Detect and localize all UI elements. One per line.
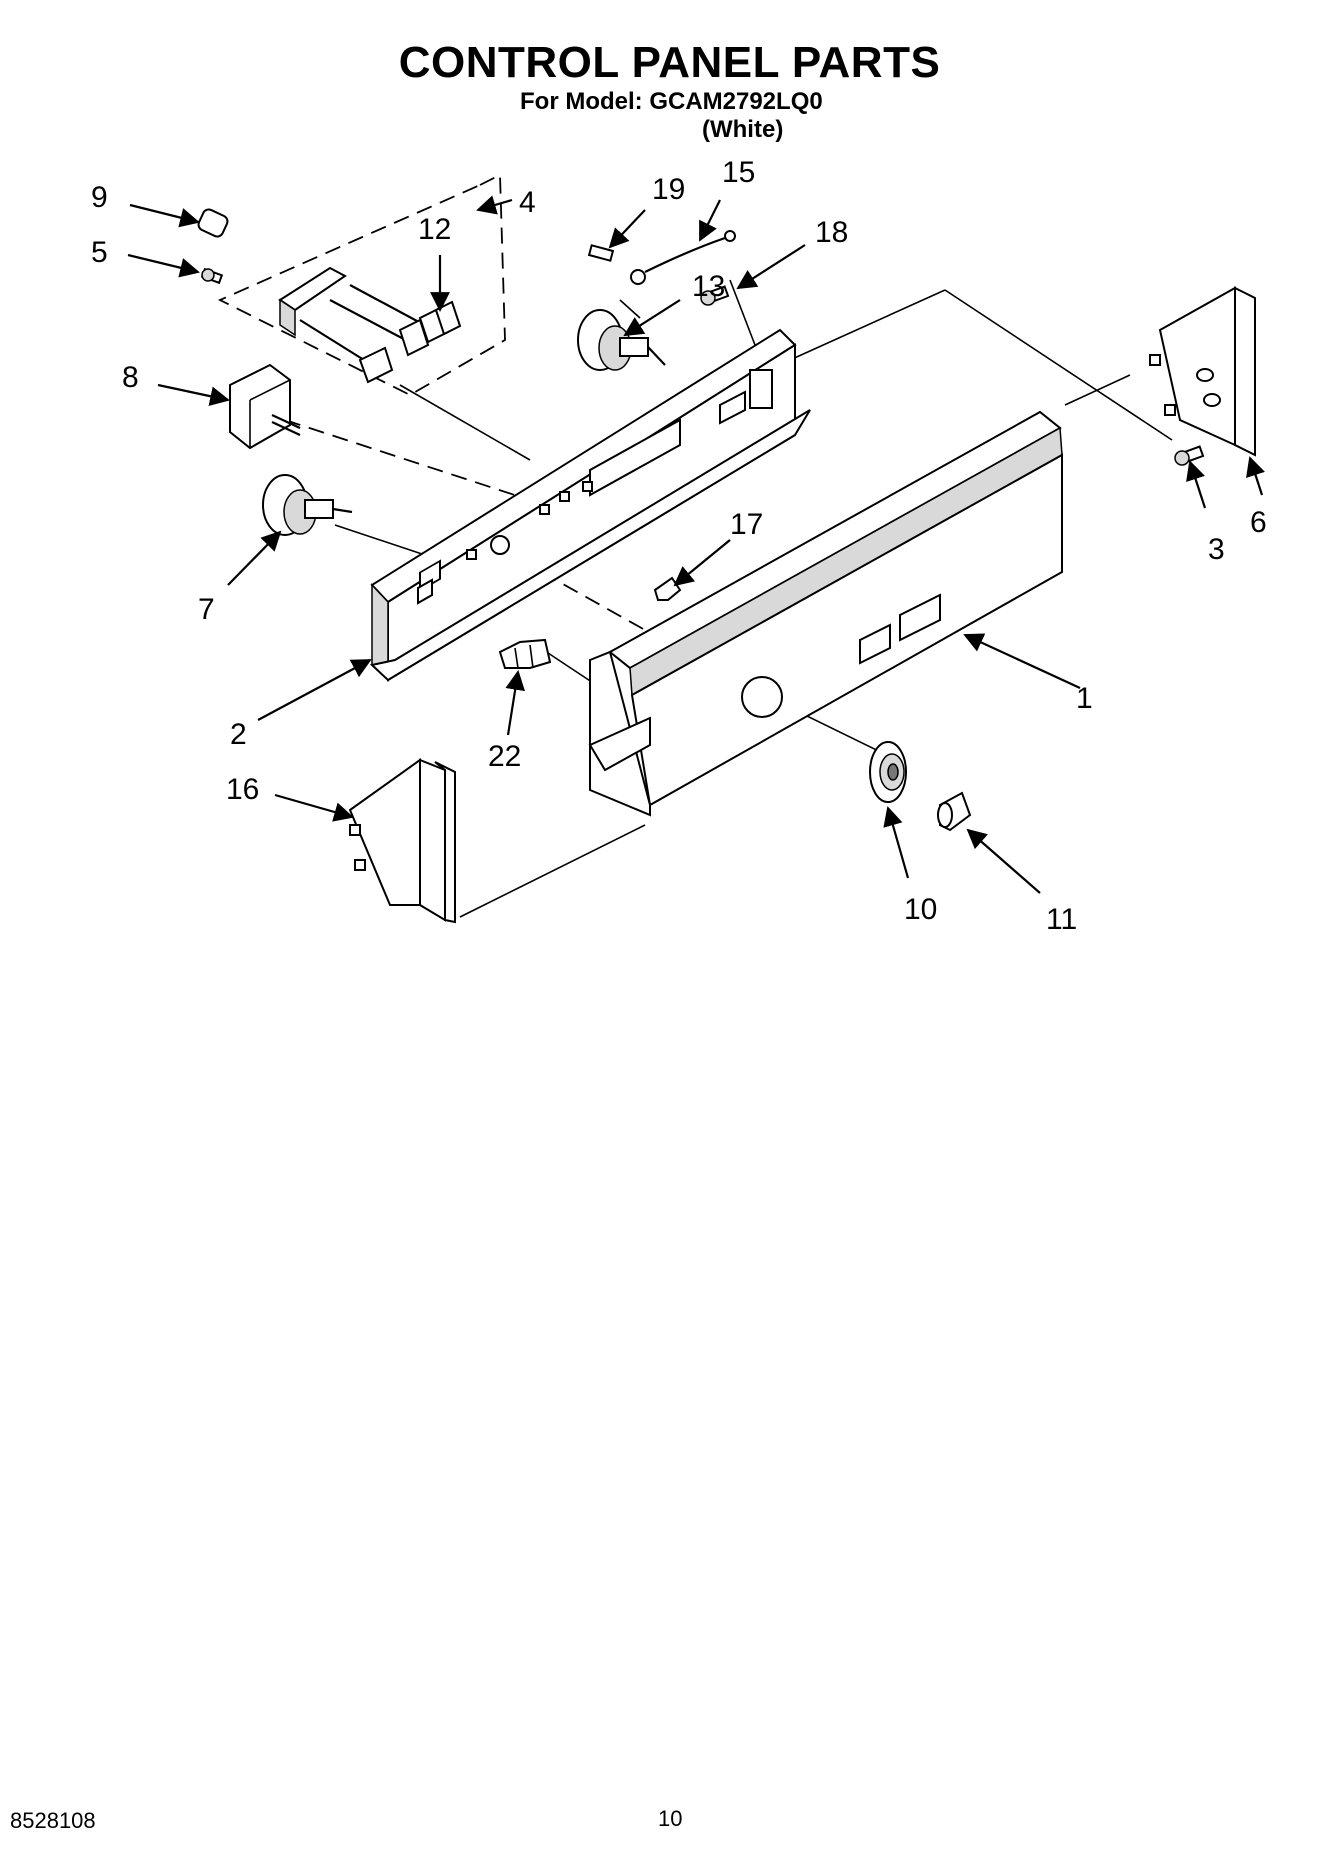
- callout-arrows: [127, 195, 1265, 894]
- control-panel: [588, 410, 1063, 817]
- page-title: CONTROL PANEL PARTS: [398, 38, 941, 87]
- knob-part-11: [937, 791, 972, 832]
- page-number: 10: [658, 1806, 683, 1831]
- screw-part-18: [700, 285, 730, 306]
- knob-bezel-part: [869, 741, 907, 803]
- callout-17: 17: [730, 508, 764, 541]
- callout-1: 1: [1076, 682, 1093, 715]
- callout-22: 22: [488, 740, 522, 773]
- infinite-switch-part-7: [262, 474, 353, 536]
- color-variant: (White): [702, 116, 784, 143]
- callout-18: 18: [815, 216, 849, 249]
- callout-3: 3: [1208, 533, 1225, 566]
- clip-part-22: [498, 638, 552, 669]
- model-line: For Model: GCAM2792LQ0: [520, 88, 823, 115]
- callout-15: 15: [722, 156, 756, 189]
- clip-part-17: [653, 576, 682, 601]
- infinite-switch-part-13: [577, 309, 666, 371]
- callout-6: 6: [1250, 506, 1267, 539]
- callout-12: 12: [418, 213, 452, 246]
- screw-part-5: [200, 267, 224, 285]
- callout-19: 19: [652, 173, 686, 206]
- callout-8: 8: [122, 361, 139, 394]
- knob-cap-part: [197, 208, 229, 238]
- control-panel-bracket: [369, 328, 811, 682]
- alignment-lines: [334, 279, 1173, 918]
- callout-13: 13: [692, 270, 726, 303]
- callout-11: 11: [1046, 903, 1078, 936]
- document-number: 8528108: [10, 1808, 96, 1833]
- callout-5: 5: [91, 236, 108, 269]
- end-cap-left: [348, 758, 456, 924]
- screw-part-3: [1174, 445, 1205, 466]
- ground-wire-part: [587, 230, 736, 285]
- callout-7: 7: [198, 593, 215, 626]
- callout-2: 2: [230, 718, 247, 751]
- dashed-leaders: [217, 173, 646, 631]
- switch-assembly: [278, 266, 462, 384]
- callout-10: 10: [904, 893, 938, 926]
- callout-16: 16: [226, 773, 260, 806]
- callout-4: 4: [519, 186, 536, 219]
- transformer-part: [229, 363, 301, 450]
- callout-9: 9: [91, 181, 108, 214]
- end-cap-right: [1149, 286, 1256, 457]
